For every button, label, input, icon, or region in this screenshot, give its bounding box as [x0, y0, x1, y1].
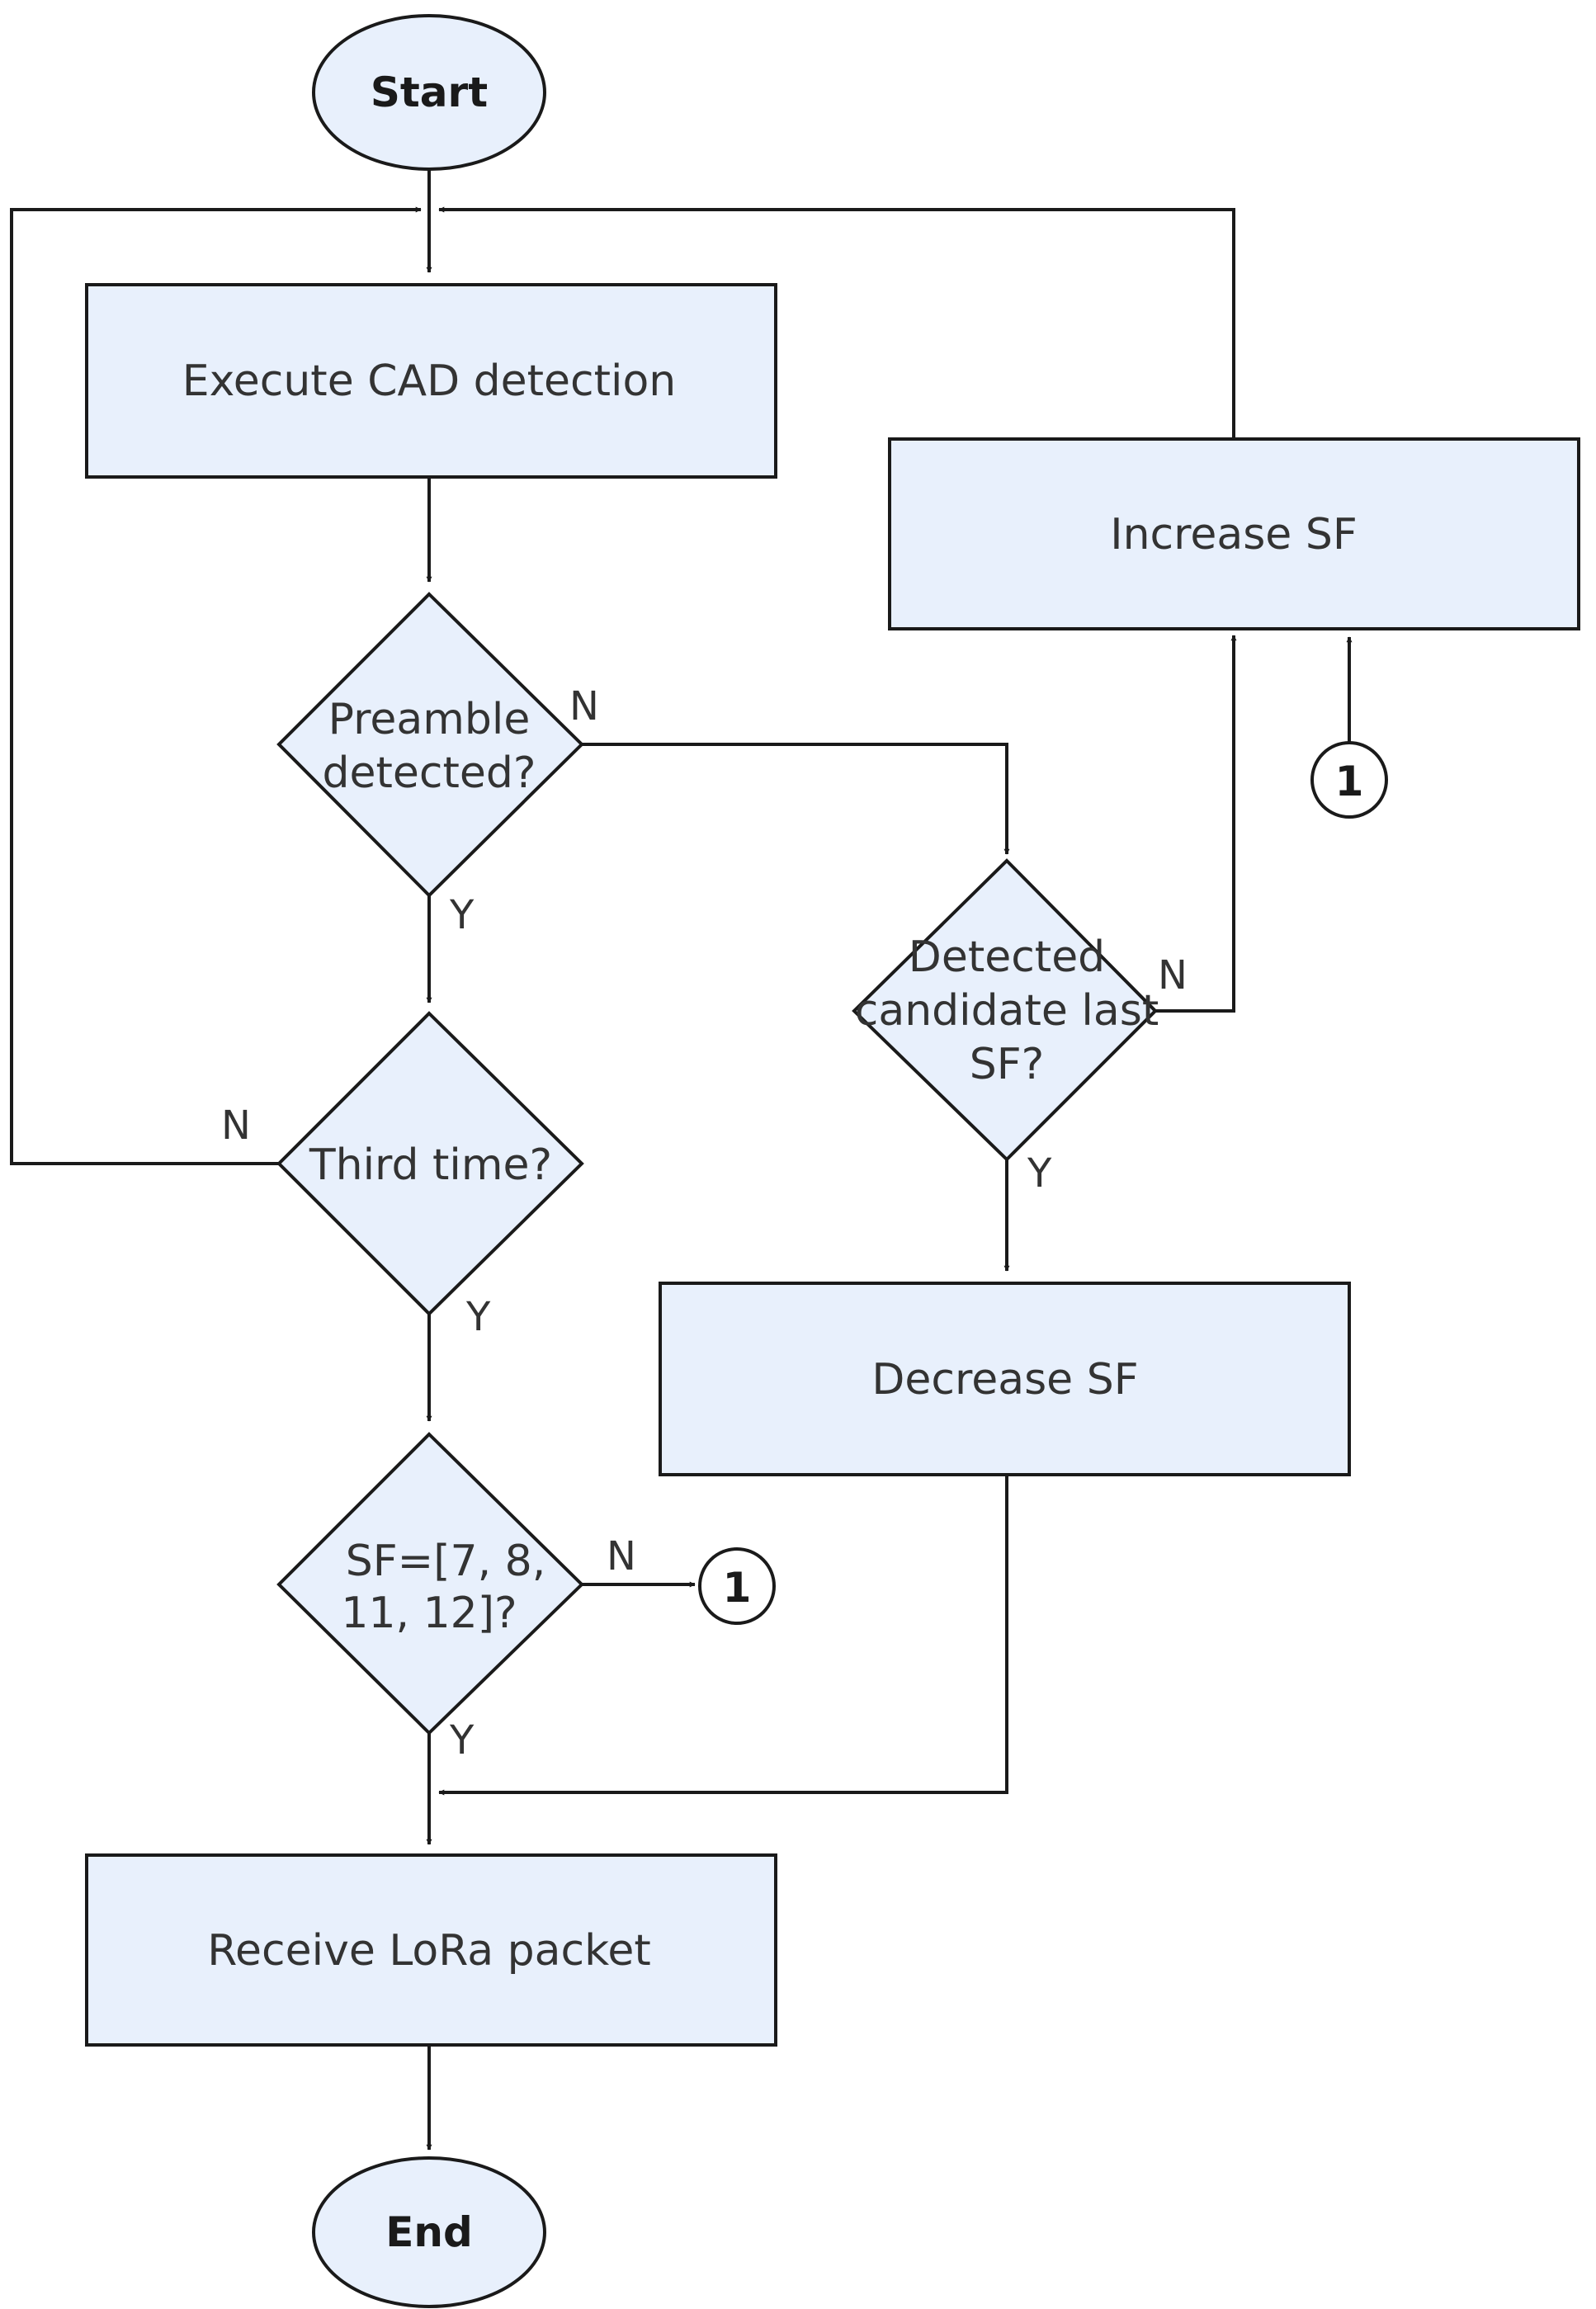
candidate-label-line2: candidate last: [855, 986, 1159, 1036]
edge-third-no-loop: [10, 206, 422, 1165]
start-node: Start: [312, 14, 546, 171]
edge-increase-loop: [438, 206, 1235, 437]
end-node: End: [312, 2156, 546, 2308]
preamble-label-line2: detected?: [323, 748, 536, 798]
candidate-label-line1: Detected: [909, 933, 1105, 982]
edges: [10, 169, 1353, 2151]
sf-check-decision: SF=[7, 8, 11, 12]?: [276, 1432, 584, 1735]
candidate-no-label: N: [1158, 952, 1188, 999]
decrease-sf-node: Decrease SF: [659, 1282, 1351, 1476]
preamble-no-label: N: [569, 683, 599, 730]
edge-candidate-no: [1155, 635, 1237, 1013]
third-time-decision: Third time?: [276, 1011, 584, 1316]
start-label: Start: [371, 68, 488, 116]
end-label: End: [385, 2208, 473, 2256]
execute-cad-label: Execute CAD detection: [182, 357, 677, 406]
preamble-yes-label: Y: [449, 892, 475, 938]
sf-no-label: N: [607, 1533, 636, 1579]
receive-packet-label: Receive LoRa packet: [207, 1926, 650, 1976]
candidate-yes-label: Y: [1027, 1150, 1052, 1197]
third-time-label: Third time?: [309, 1140, 552, 1190]
sf-check-label-line1: SF=[7, 8,: [346, 1537, 546, 1586]
edge-decrease-merge: [438, 1475, 1008, 1796]
third-no-label: N: [221, 1103, 251, 1149]
connector-to-increase: 1: [1310, 741, 1388, 819]
receive-packet-node: Receive LoRa packet: [85, 1853, 777, 2047]
edge-labels: N Y N Y N Y N Y: [221, 683, 1188, 1764]
preamble-label-line1: Preamble: [328, 695, 531, 744]
sf-check-label-line2: 11, 12]?: [341, 1589, 517, 1638]
candidate-decision: Detected candidate last SF?: [852, 858, 1159, 1162]
connector-from-sf: 1: [698, 1547, 776, 1625]
edge-preamble-no: [582, 743, 1010, 855]
candidate-label-line3: SF?: [970, 1040, 1045, 1089]
increase-sf-node: Increase SF: [888, 437, 1580, 630]
sf-yes-label: Y: [449, 1717, 475, 1764]
connector-from-sf-label: 1: [723, 1564, 752, 1612]
preamble-decision: Preamble detected?: [276, 592, 584, 898]
execute-cad-node: Execute CAD detection: [85, 283, 777, 479]
third-yes-label: Y: [465, 1294, 491, 1340]
decrease-sf-label: Decrease SF: [871, 1355, 1138, 1405]
increase-sf-label: Increase SF: [1110, 510, 1358, 560]
connector-to-increase-label: 1: [1335, 758, 1364, 805]
